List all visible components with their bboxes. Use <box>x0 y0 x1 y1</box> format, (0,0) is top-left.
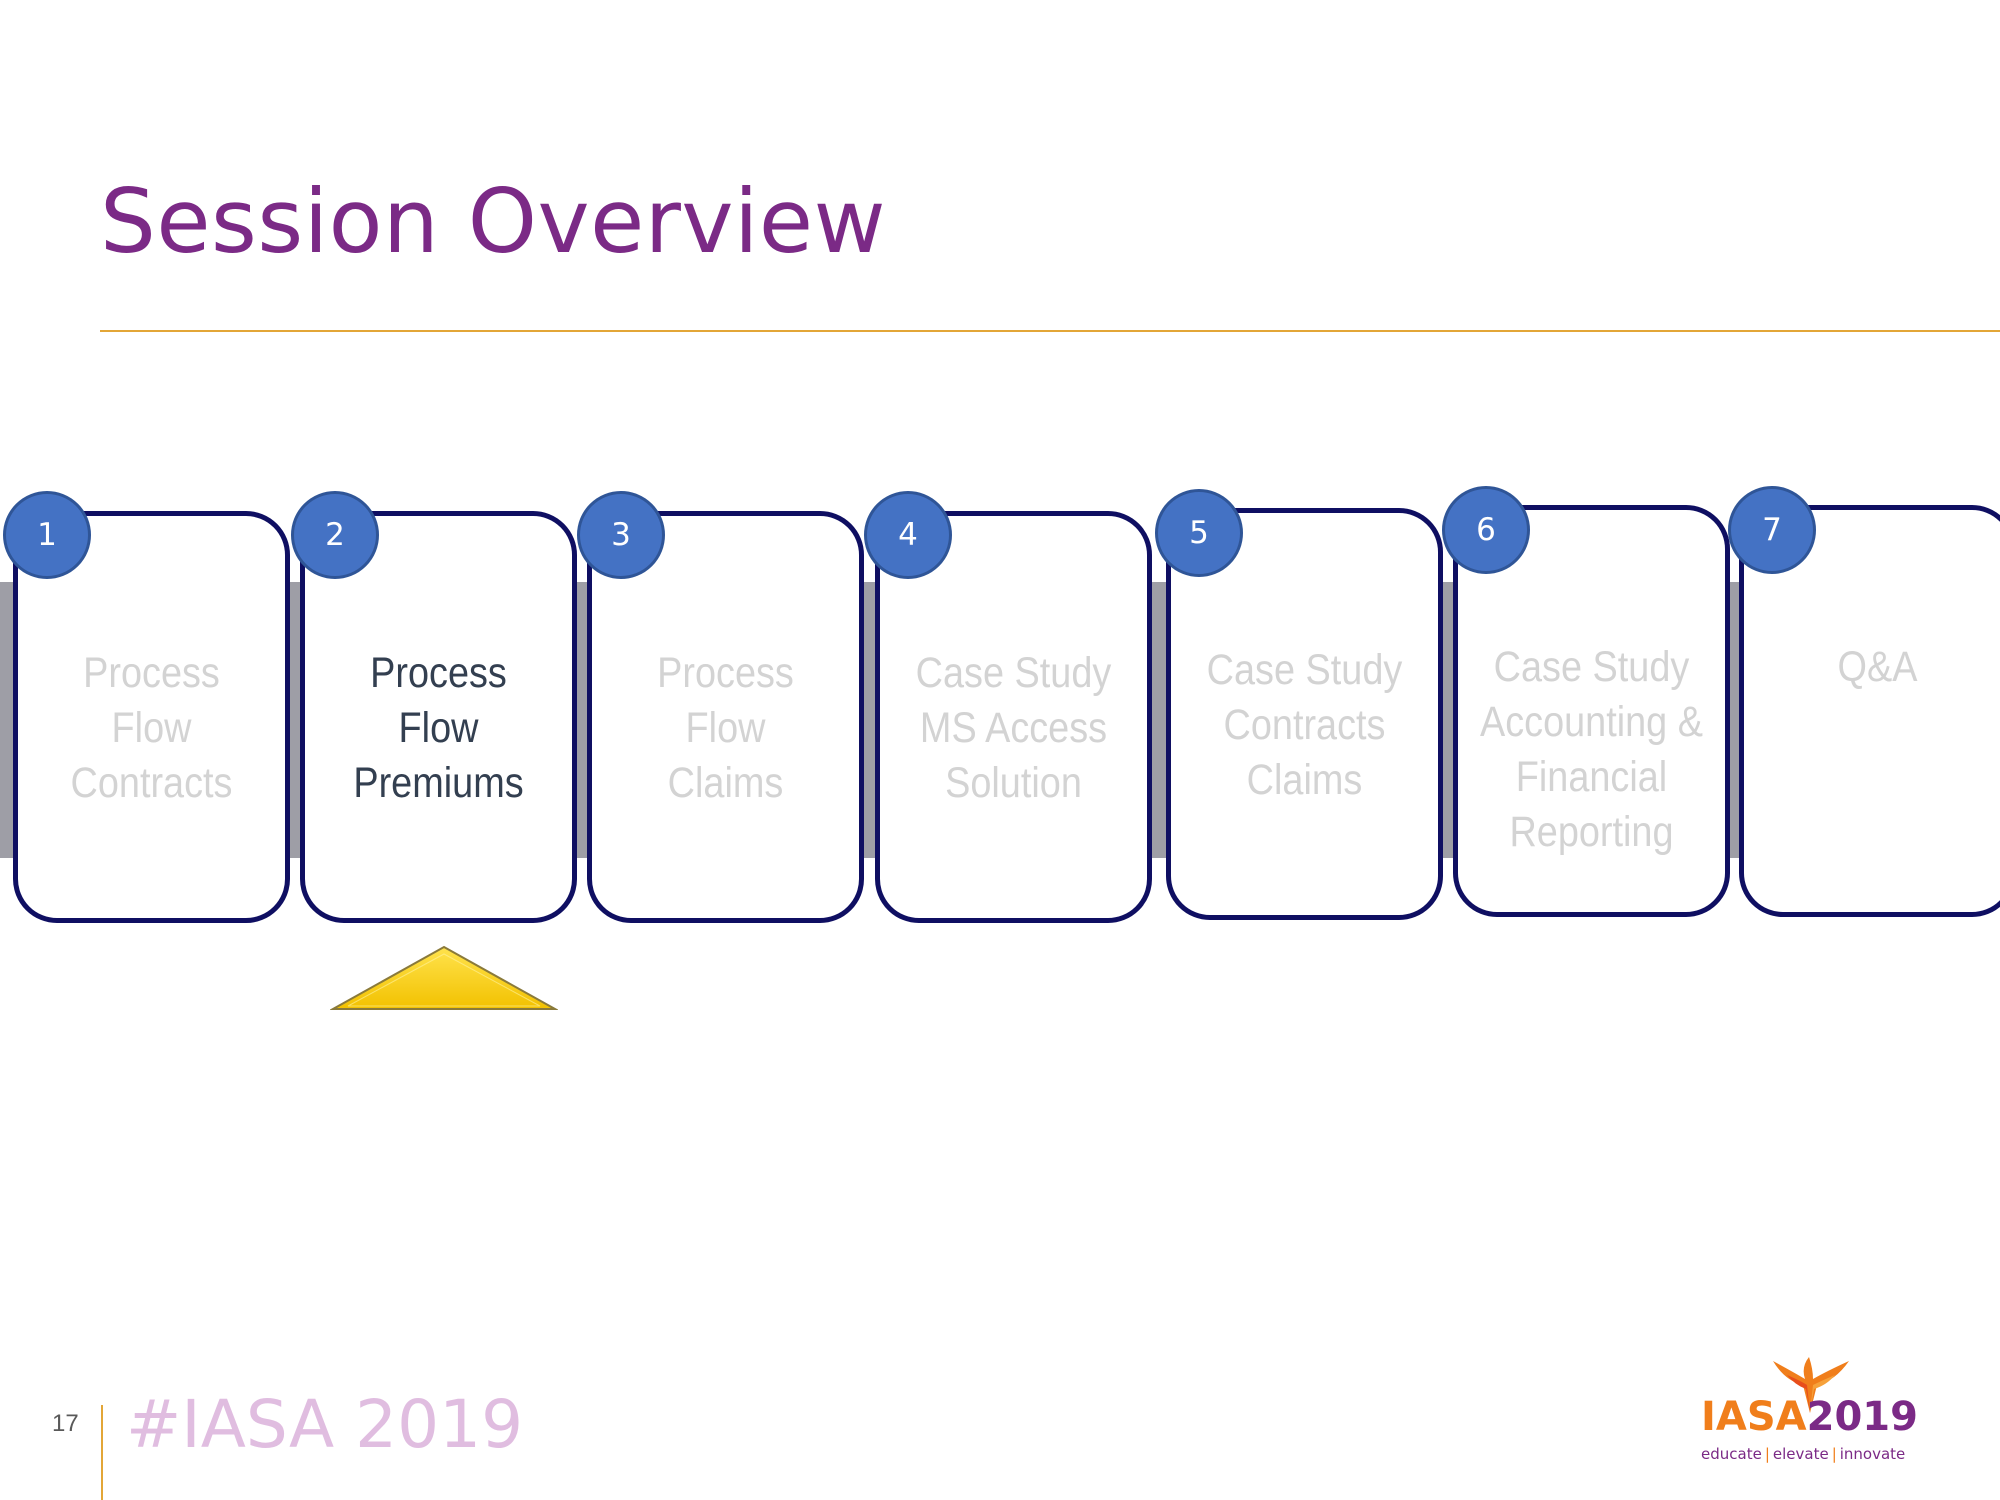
title-divider <box>100 330 2000 332</box>
step-label: Q&A <box>1837 643 1918 691</box>
step-number-badge: 7 <box>1728 486 1816 574</box>
logo-tagline: educate|elevate|innovate <box>1701 1445 1906 1463</box>
step-number-badge: 6 <box>1442 486 1530 574</box>
page-number: 17 <box>52 1410 79 1437</box>
footer-divider <box>101 1405 103 1500</box>
step-number-badge: 4 <box>864 491 952 579</box>
step-number-badge: 5 <box>1155 489 1243 577</box>
page-title: Session Overview <box>100 170 887 273</box>
step-number-badge: 2 <box>291 491 379 579</box>
step-number-badge: 1 <box>3 491 91 579</box>
event-hashtag: #IASA 2019 <box>126 1386 524 1463</box>
step-card-7: Q&A <box>1739 505 2000 917</box>
iasa-logo: IASA2019 educate|elevate|innovate <box>1695 1355 1925 1465</box>
current-step-indicator-icon <box>330 945 558 1010</box>
phoenix-icon <box>1773 1357 1849 1413</box>
step-number-badge: 3 <box>577 491 665 579</box>
logo-wordmark: IASA2019 <box>1701 1394 1918 1440</box>
